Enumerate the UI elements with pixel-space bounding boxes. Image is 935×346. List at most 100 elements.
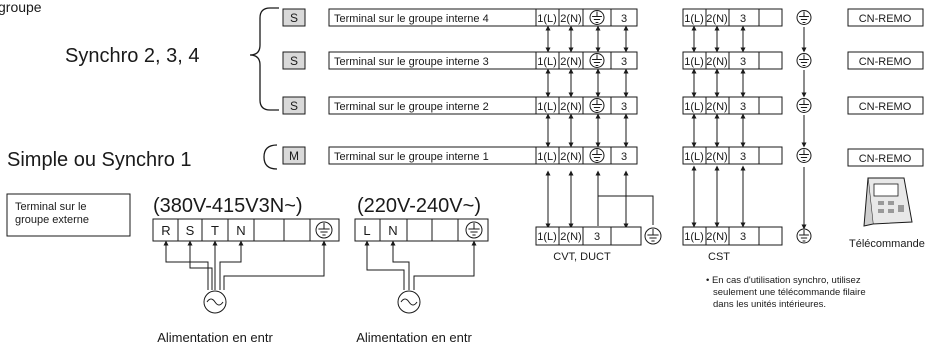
telecommande-label: Télécommande: [849, 238, 925, 250]
ground-icon: [589, 98, 605, 113]
cst-3: 3: [740, 56, 746, 68]
cst-3: 3: [740, 231, 746, 243]
indoor-unit-row: S Terminal sur le groupe interne 3 1(L)2(N…: [282, 51, 638, 70]
term-n: N: [236, 223, 245, 238]
top-cut-text: groupe: [0, 0, 42, 15]
cst-2n: 2(N): [706, 231, 727, 243]
cn-remo-box: [847, 96, 924, 115]
term-3: 3: [621, 151, 627, 163]
cn-remo-label: CN-REMO: [859, 13, 912, 25]
cst-3: 3: [740, 13, 746, 25]
terminal-220v: L N: [354, 218, 489, 242]
ground-icon: [589, 148, 605, 163]
ground-icon: [465, 221, 483, 239]
term-t: T: [211, 223, 219, 238]
cn-remo-label: CN-REMO: [859, 101, 912, 113]
synchro-234-bracket: [249, 7, 279, 111]
term-n2: N: [388, 223, 397, 238]
ground-icon: [796, 53, 812, 68]
cst-2n: 2(N): [706, 151, 727, 163]
term-1l: 1(L): [537, 101, 557, 113]
cn-remo-label: CN-REMO: [859, 153, 912, 165]
terminal-strip: [328, 146, 638, 165]
term-1l: 1(L): [537, 151, 557, 163]
external-terminal-box: [6, 193, 131, 237]
note-line-3: dans les unités intérieures.: [713, 299, 826, 310]
cst-terminal: 1(L)2(N)3: [682, 96, 812, 115]
term-3: 3: [621, 101, 627, 113]
terminal-strip: [328, 51, 638, 70]
term-3: 3: [621, 13, 627, 25]
ground-icon: [796, 98, 812, 113]
ground-icon: [796, 10, 812, 25]
ground-icon: [589, 53, 605, 68]
unit-badge-label: M: [289, 149, 299, 163]
voltage-220-label: (220V-240V~): [357, 195, 481, 217]
term-2n: 2(N): [560, 56, 581, 68]
cvt-term-2n: 2(N): [560, 231, 581, 243]
unit-badge-label: S: [290, 99, 298, 113]
wiring-380v: [163, 240, 327, 314]
term-l: L: [363, 223, 370, 238]
cst-2n: 2(N): [706, 56, 727, 68]
unit-badge: [282, 146, 306, 165]
ground-icon: [589, 10, 605, 25]
cst-1l: 1(L): [684, 56, 704, 68]
terminal-label: Terminal sur le groupe interne 3: [334, 56, 489, 68]
cst-bottom-terminal: 1(L)2(N) 3: [682, 226, 812, 246]
cst-2n: 2(N): [706, 13, 727, 25]
ground-icon: [315, 221, 333, 239]
cvt-term-1l: 1(L): [537, 231, 557, 243]
cn-remo-box: [847, 8, 924, 27]
remote-control-icon: [863, 177, 913, 227]
wiring-220v: [364, 240, 477, 314]
voltage-380-label: (380V-415V3N~): [153, 195, 303, 217]
cvt-duct-label: CVT, DUCT: [553, 251, 611, 263]
note-line-2: seulement une télécommande filaire: [713, 287, 866, 298]
power-supply-label-2: Alimentation en entr: [356, 330, 472, 345]
cst-label: CST: [708, 251, 730, 263]
simple-synchro1-label: Simple ou Synchro 1: [7, 149, 192, 171]
term-1l: 1(L): [537, 56, 557, 68]
cst-1l: 1(L): [684, 231, 704, 243]
cst-3: 3: [740, 151, 746, 163]
cst-2n: 2(N): [706, 101, 727, 113]
unit-badge-label: S: [290, 54, 298, 68]
cvt-duct-terminal: 1(L) 2(N) 3: [535, 226, 642, 246]
external-terminal-line2: groupe externe: [15, 214, 89, 226]
cst-terminal: 1(L)2(N) 3: [682, 146, 812, 165]
terminal-label: Terminal sur le groupe interne 2: [334, 101, 489, 113]
cvt-duct-wiring: [545, 170, 654, 229]
unit-badge: [282, 51, 306, 70]
power-supply-label-1: Alimentation en entr: [157, 330, 273, 345]
cst-1l: 1(L): [684, 151, 704, 163]
terminal-strip: [328, 96, 638, 115]
ground-icon: [465, 221, 483, 239]
unit-badge: [282, 96, 306, 115]
unit-badge: [282, 8, 306, 27]
term-2n: 2(N): [560, 13, 581, 25]
term-3: 3: [621, 56, 627, 68]
cvt-term-3: 3: [594, 231, 600, 243]
synchro-234-label: Synchro 2, 3, 4: [65, 45, 200, 67]
cn-remo-box: [847, 51, 924, 70]
unit-badge-label: S: [290, 11, 298, 25]
cst-terminal: 1(L)2(N) 3: [682, 8, 812, 27]
term-1l: 1(L): [537, 13, 557, 25]
term-s: S: [186, 223, 195, 238]
cst-1l: 1(L): [684, 13, 704, 25]
cn-remo-label: CN-REMO: [859, 56, 912, 68]
simple-bracket: [263, 144, 278, 170]
term-r: R: [161, 223, 170, 238]
cst-3: 3: [740, 101, 746, 113]
ground-icon: [644, 227, 662, 245]
terminal-380v: R S T N: [152, 218, 340, 242]
cst-terminal: 1(L)2(N) 3: [682, 51, 812, 70]
note-line-1: • En cas d'utilisation synchro, utilisez: [706, 275, 861, 286]
ground-icon: [796, 148, 812, 163]
terminal-strip: [328, 8, 638, 27]
